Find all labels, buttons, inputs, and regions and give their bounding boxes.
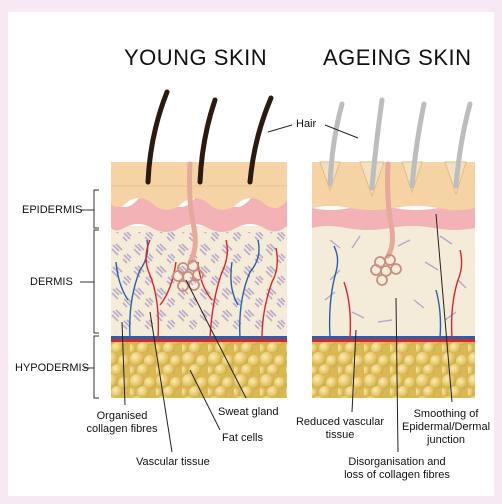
ageing-skin-block [312, 100, 475, 398]
hypodermis-label: HYPODERMIS [15, 362, 89, 375]
disorganisation-collagen-label: Disorganisation andloss of collagen fibr… [334, 456, 460, 482]
young-artery-band [111, 339, 287, 342]
reduced-vascular-label: Reduced vasculartissue [290, 416, 390, 442]
sweat-gland-label: Sweat gland [218, 406, 279, 419]
vascular-tissue-label: Vascular tissue [136, 456, 210, 469]
ageing-skin-title: AGEING SKIN [323, 45, 472, 71]
young-skin-title: YOUNG SKIN [124, 45, 267, 71]
organised-collagen-label: Organisedcollagen fibres [80, 410, 164, 436]
hair-label: Hair [296, 118, 316, 131]
epidermis-label: EPIDERMIS [22, 204, 83, 217]
smoothing-junction-label: Smoothing ofEpidermal/Dermaljunction [398, 408, 494, 447]
ageing-artery-band [312, 339, 475, 342]
dermis-label: DERMIS [30, 276, 73, 289]
young-skin-block [111, 92, 287, 398]
fat-cells-label: Fat cells [222, 432, 263, 445]
